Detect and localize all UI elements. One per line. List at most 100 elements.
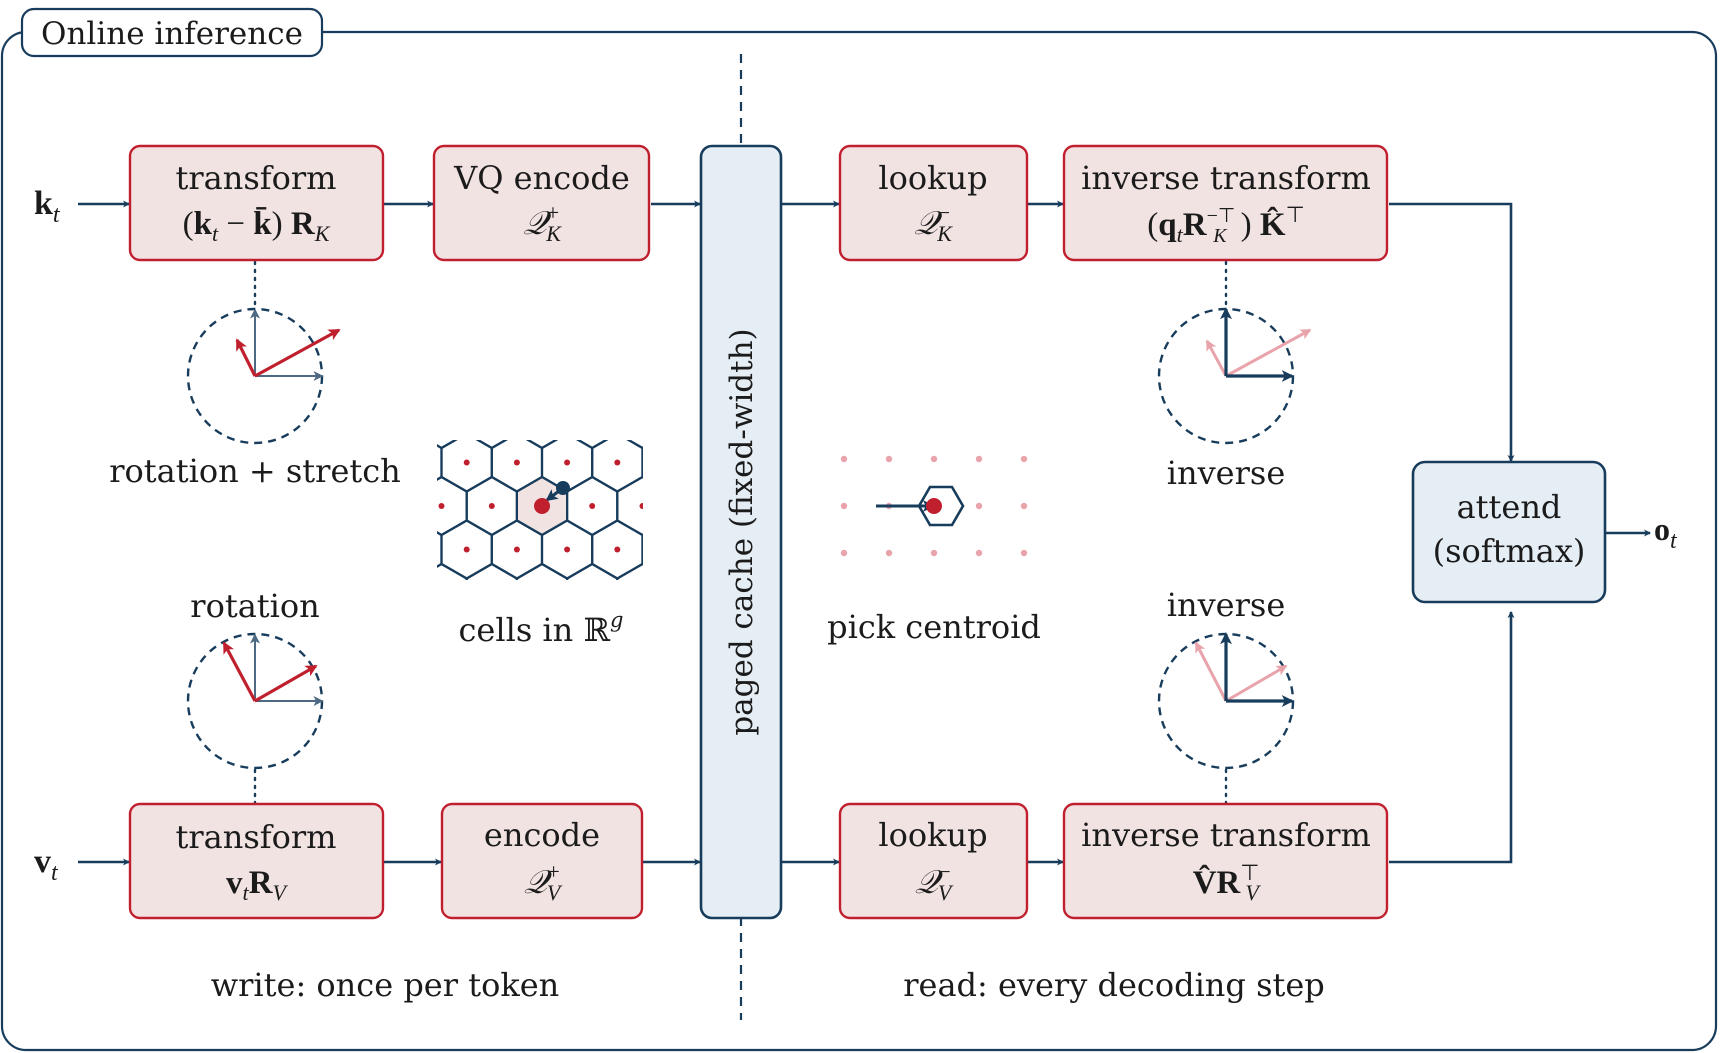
hex-cell (643, 608, 693, 666)
lattice-centroid (796, 456, 802, 462)
k-inverse-title: inverse transform (1081, 159, 1371, 197)
lattice-centroid (886, 409, 892, 415)
hex-cell (341, 521, 391, 579)
attend-line1: attend (1457, 488, 1562, 526)
picked-centroid (926, 498, 942, 514)
v-lookup-box: lookup 𝒬−V (838, 802, 1029, 920)
cell-centroid (489, 416, 495, 422)
lattice-centroid (1021, 362, 1027, 368)
hex-cell (437, 531, 443, 568)
lattice-centroid (840, 549, 848, 557)
cell-centroid (690, 590, 696, 596)
paged-cache: paged cache (fixed-width) (699, 144, 783, 920)
lattice-centroid (975, 549, 983, 557)
k-lookup-box: lookup 𝒬−K (838, 144, 1029, 262)
read-caption: read: every decoding step (903, 966, 1325, 1004)
hex-cell (341, 347, 391, 405)
hex-cell (576, 440, 609, 450)
v-transform-title: transform (175, 818, 336, 856)
rotation-inset: rotation (186, 587, 324, 770)
cell-centroid (589, 503, 596, 509)
cell-centroid (388, 503, 394, 509)
hex-cell (626, 440, 643, 450)
arrow-k-inverse-to-attend (1389, 202, 1515, 463)
hex-cell (542, 347, 592, 405)
cell-centroid (513, 459, 520, 466)
cell-centroid (539, 416, 545, 422)
lattice-centroid (931, 409, 937, 415)
rotated-vector-arrow (235, 338, 257, 377)
k-transform-formula: (kt − k̄) RK (183, 205, 331, 246)
v-transform-formula: vtRV (226, 865, 288, 905)
lattice-centroid (1066, 362, 1072, 368)
k-lookup-formula: 𝒬−K (914, 200, 953, 246)
cell-centroid (338, 416, 344, 422)
lattice-centroid (796, 550, 802, 556)
cell-centroid (564, 373, 570, 379)
hex-cell (391, 347, 441, 405)
k-inverse-box: inverse transform (qtR−⊤K) K̂⊤ (1062, 144, 1389, 262)
hex-cell (341, 608, 391, 666)
lattice-centroid (796, 409, 802, 415)
cell-centroid (665, 460, 671, 466)
lattice-centroid (1066, 644, 1072, 650)
lattice-centroid (796, 644, 802, 650)
cell-centroid (513, 546, 520, 553)
lattice-centroid (885, 455, 893, 463)
frame-title-box (20, 7, 324, 58)
lattice-centroid (975, 502, 983, 510)
paged-cache-label: paged cache (fixed-width) (724, 328, 760, 735)
cell-centroid (439, 590, 445, 596)
lattice-centroid (1066, 503, 1072, 509)
frame-title: Online inference (41, 16, 303, 52)
outer-frame (0, 30, 1718, 1052)
cells-label: cells in ℝg (459, 608, 624, 649)
cell-centroid (413, 460, 419, 466)
write-caption: write: once per token (211, 966, 560, 1004)
hex-cell (616, 562, 643, 580)
lattice-centroid (840, 455, 848, 463)
lattice-centroid (1066, 409, 1072, 415)
lattice-centroid (1021, 409, 1027, 415)
connectors (78, 200, 1652, 866)
rotation-stretch-inset: rotation + stretch (109, 307, 401, 490)
hex-cell (641, 446, 643, 479)
cell-centroid (338, 590, 344, 596)
cell-centroid (690, 416, 696, 422)
k-transform-title: transform (175, 159, 336, 197)
hex-cell (366, 390, 416, 448)
k-encode-title: VQ encode (453, 159, 630, 197)
cell-centroid (614, 546, 621, 553)
lattice-centroid (1020, 502, 1028, 510)
hex-cell (442, 347, 492, 405)
input-v-label: vt (34, 843, 59, 886)
cell-centroid (614, 634, 620, 640)
cell-centroid (665, 634, 671, 640)
hex-cell (316, 390, 366, 448)
pick-centroid-inset: pick centroid (796, 362, 1072, 650)
lattice-centroid (931, 597, 937, 603)
hex-cell (366, 564, 416, 622)
lattice-centroid (1020, 549, 1028, 557)
v-encode-formula: 𝒬+V (524, 859, 563, 905)
input-k-label: kt (34, 185, 61, 228)
cell-centroid (413, 547, 419, 553)
arrow-v-inverse-to-attend (1389, 610, 1515, 864)
cell-centroid (489, 590, 495, 596)
cell-centroid (639, 503, 643, 509)
faded-vector-arrow-1 (1225, 328, 1312, 378)
cell-centroid (438, 503, 445, 509)
cell-centroid (614, 373, 620, 379)
hex-cell (437, 440, 458, 450)
lattice-centroid (975, 455, 983, 463)
output-o-label: ot (1654, 511, 1678, 554)
lattice-centroid (1020, 455, 1028, 463)
lattice-centroid (1066, 550, 1072, 556)
rotation-stretch-label: rotation + stretch (109, 452, 401, 490)
cells-inset: cells in ℝg (316, 347, 696, 666)
lattice-centroid (841, 597, 847, 603)
cell-centroid (589, 416, 595, 422)
lattice-centroid (796, 362, 802, 368)
v-inverse-box: inverse transform V̂R⊤V (1062, 802, 1389, 920)
lattice-centroid (841, 362, 847, 368)
